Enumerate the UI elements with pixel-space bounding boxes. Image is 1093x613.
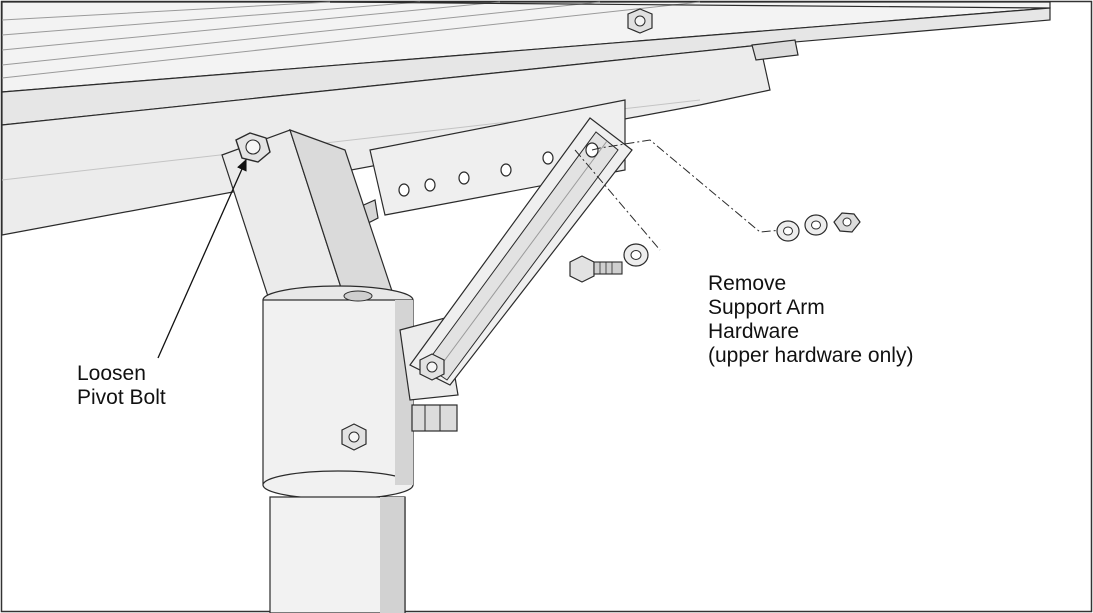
washer-icon [623, 243, 649, 267]
washer-nut-group [776, 212, 861, 242]
pole-collar [262, 285, 414, 500]
mounting-pole [269, 496, 406, 613]
adjustment-plate [369, 99, 626, 216]
panel-bracket [751, 39, 799, 61]
remove-hardware-label: Remove Support Arm Hardware (upper hardw… [708, 272, 913, 368]
plate-hole [458, 171, 470, 185]
panel-bolt-icon [627, 8, 653, 34]
label-line: (upper hardware only) [708, 344, 914, 367]
label-line: Support Arm [708, 296, 825, 319]
label-line: Loosen [77, 362, 146, 385]
plate-hole [542, 151, 554, 165]
loosen-pivot-bolt-label: Loosen Pivot Bolt [77, 362, 166, 410]
label-line: Hardware [708, 320, 800, 343]
nut-icon [833, 212, 861, 233]
label-line: Pivot Bolt [77, 386, 166, 409]
hardware-guide-lines [574, 139, 783, 251]
plate-hole [500, 163, 512, 177]
label-line: Remove [708, 272, 787, 295]
plate-hole [398, 183, 410, 197]
arm-lower-bolt-icon [419, 353, 445, 381]
washer-icon [776, 220, 800, 242]
removed-bolt-icon [569, 255, 623, 283]
solar-panel [1, 1, 1051, 236]
collar-bolt-icon [341, 423, 367, 451]
pivot-bolt-icon [235, 132, 271, 163]
plate-hole [424, 178, 436, 192]
pivot-leader-arrow [157, 158, 247, 359]
washer-icon [804, 214, 828, 236]
